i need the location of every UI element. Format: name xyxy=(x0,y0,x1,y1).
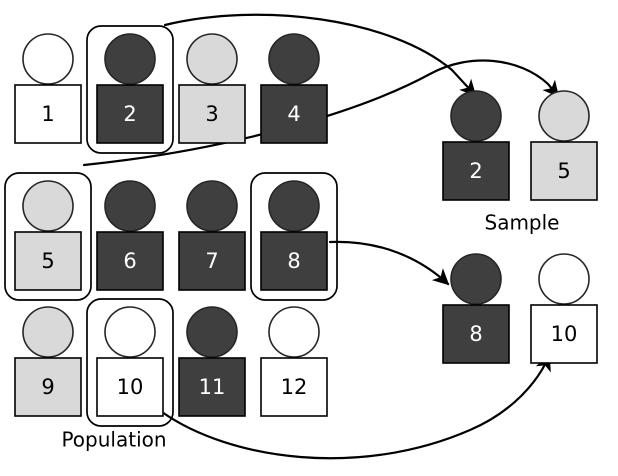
unit-circle-9[interactable] xyxy=(22,306,74,358)
unit-circle-12[interactable] xyxy=(268,306,320,358)
unit-value-5: 5 xyxy=(41,249,54,273)
unit-square-4[interactable] xyxy=(260,84,328,144)
unit-value-12: 12 xyxy=(281,375,308,399)
unit-square-5[interactable] xyxy=(530,141,598,201)
selection-ring-10[interactable] xyxy=(86,298,174,427)
unit-square-7[interactable] xyxy=(178,231,246,291)
unit-circle-7[interactable] xyxy=(186,180,238,232)
arrow-2-to-sample-2 xyxy=(163,13,477,97)
unit-circle-4[interactable] xyxy=(268,33,320,85)
selection-ring-5[interactable] xyxy=(4,172,92,301)
unit-square-11[interactable] xyxy=(178,357,246,417)
unit-circle-2[interactable] xyxy=(104,33,156,85)
selection-ring-2[interactable] xyxy=(86,25,174,154)
unit-square-10[interactable] xyxy=(96,357,164,417)
selection-ring-8[interactable] xyxy=(250,172,338,301)
unit-square-12[interactable] xyxy=(260,357,328,417)
population-row-2: 9 10 11 12 xyxy=(14,298,328,427)
unit-value-7: 7 xyxy=(205,249,218,273)
unit-square-10[interactable] xyxy=(530,304,598,364)
unit-square-8[interactable] xyxy=(260,231,328,291)
unit-circle-5[interactable] xyxy=(538,90,590,142)
unit-value-1: 1 xyxy=(41,102,54,126)
unit-value-6: 6 xyxy=(123,249,136,273)
unit-value-11: 11 xyxy=(199,375,226,399)
unit-circle-10[interactable] xyxy=(104,306,156,358)
unit-square-6[interactable] xyxy=(96,231,164,291)
unit-value-4: 4 xyxy=(287,102,300,126)
arrow-10-to-sample-10 xyxy=(160,354,551,460)
unit-value-10: 10 xyxy=(551,322,578,346)
unit-circle-5[interactable] xyxy=(22,180,74,232)
sample-label: Sample xyxy=(485,211,560,235)
unit-circle-8[interactable] xyxy=(450,253,502,305)
unit-square-8[interactable] xyxy=(442,304,510,364)
unit-value-2: 2 xyxy=(123,102,136,126)
unit-circle-6[interactable] xyxy=(104,180,156,232)
population-row-1: 5 6 7 8 xyxy=(4,172,338,301)
unit-value-5: 5 xyxy=(557,159,570,183)
unit-circle-2[interactable] xyxy=(450,90,502,142)
unit-square-3[interactable] xyxy=(178,84,246,144)
unit-square-2[interactable] xyxy=(442,141,510,201)
unit-value-10: 10 xyxy=(117,375,144,399)
unit-circle-8[interactable] xyxy=(268,180,320,232)
unit-square-2[interactable] xyxy=(96,84,164,144)
arrow-5-to-sample-5 xyxy=(82,59,560,167)
population-label: Population xyxy=(61,428,166,452)
population-row-0: 1 2 3 4 xyxy=(14,25,328,154)
unit-value-9: 9 xyxy=(41,375,54,399)
unit-square-9[interactable] xyxy=(14,357,82,417)
unit-circle-1[interactable] xyxy=(22,33,74,85)
unit-circle-11[interactable] xyxy=(186,306,238,358)
sample-row-1: 8 10 xyxy=(442,253,598,364)
unit-circle-10[interactable] xyxy=(538,253,590,305)
unit-square-1[interactable] xyxy=(14,84,82,144)
unit-value-2: 2 xyxy=(469,159,482,183)
unit-square-5[interactable] xyxy=(14,231,82,291)
unit-value-8: 8 xyxy=(287,249,300,273)
unit-value-3: 3 xyxy=(205,102,218,126)
arrow-8-to-sample-8 xyxy=(328,240,450,286)
unit-circle-3[interactable] xyxy=(186,33,238,85)
unit-value-8: 8 xyxy=(469,322,482,346)
